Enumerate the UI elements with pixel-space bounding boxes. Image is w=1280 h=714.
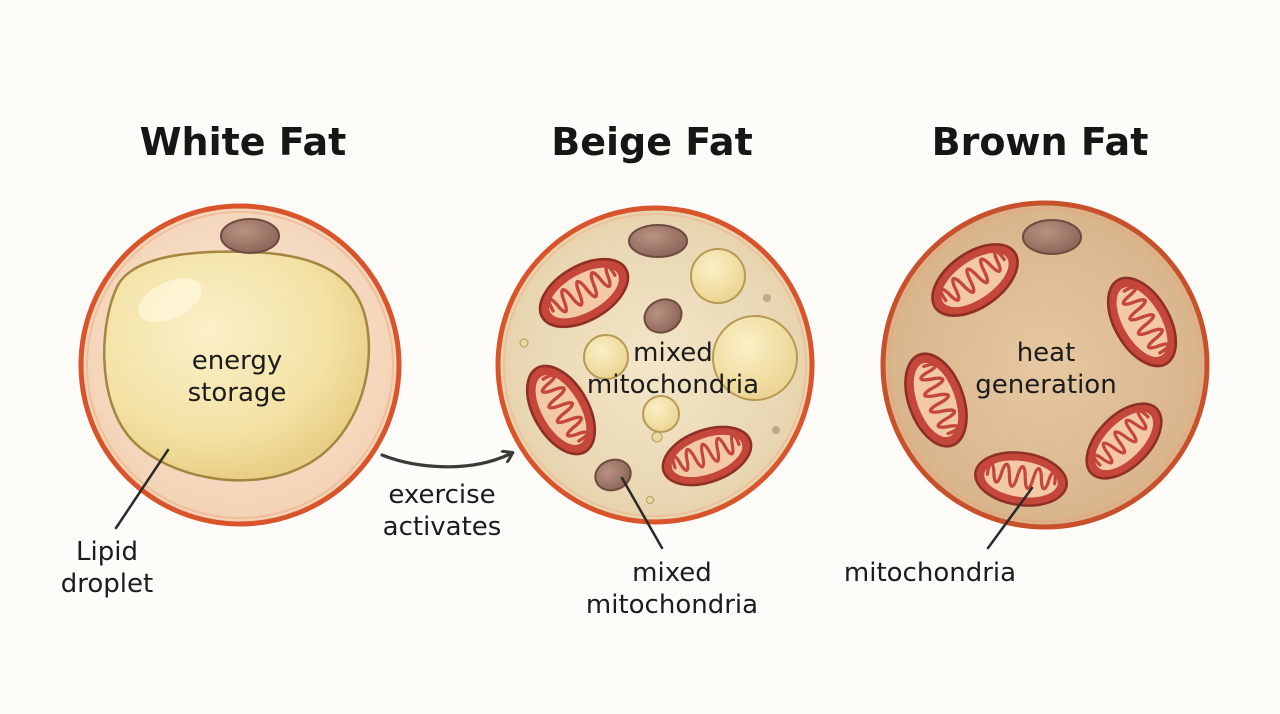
brown-fat-label-line2: generation: [975, 370, 1116, 400]
lipid-droplet: [712, 315, 798, 401]
beige-fat-panel: Beige Fat mixed mitochondria: [495, 120, 815, 620]
white-fat-label-line1: energy: [192, 346, 283, 376]
transition-label-line2: activates: [383, 512, 502, 542]
transition-label-line1: exercise: [388, 480, 495, 510]
lipid-droplet: [690, 248, 746, 304]
lipid-droplet: [642, 395, 680, 433]
lipid-droplet-callout-line2: droplet: [61, 569, 153, 599]
transition-arrow: [380, 453, 512, 469]
lipid-droplet-callout-line: [114, 448, 170, 530]
brown-fat-panel: Brown Fat heat generation mitochondria: [844, 120, 1210, 588]
nucleus: [1022, 219, 1082, 255]
nucleus: [220, 218, 280, 254]
beige-callout-line: [620, 476, 664, 550]
lipid-droplet: [583, 334, 629, 380]
white-fat-panel: White Fat energy storage Lipid droplet: [61, 120, 402, 599]
lipid-droplet-callout-line1: Lipid: [76, 537, 138, 567]
brown-callout-label: mitochondria: [844, 558, 1016, 588]
white-fat-title: White Fat: [140, 120, 347, 164]
beige-fat-title: Beige Fat: [551, 120, 753, 164]
white-fat-label-line2: storage: [188, 378, 287, 408]
transition-arrow-group: exercise activates: [380, 453, 512, 542]
beige-fat-label-line2: mitochondria: [587, 370, 759, 400]
nucleus: [628, 224, 688, 258]
brown-fat-cell: [880, 200, 1210, 530]
nucleus: [594, 458, 632, 492]
beige-callout-line2: mitochondria: [586, 590, 758, 620]
beige-callout-line1: mixed: [632, 558, 712, 588]
brown-fat-title: Brown Fat: [932, 120, 1149, 164]
beige-fat-cell: [495, 205, 815, 525]
white-fat-cell: [78, 203, 402, 527]
brown-fat-label-line1: heat: [1017, 338, 1076, 368]
beige-fat-label-line1: mixed: [633, 338, 713, 368]
nucleus: [643, 298, 683, 334]
brown-callout-line: [986, 486, 1034, 550]
